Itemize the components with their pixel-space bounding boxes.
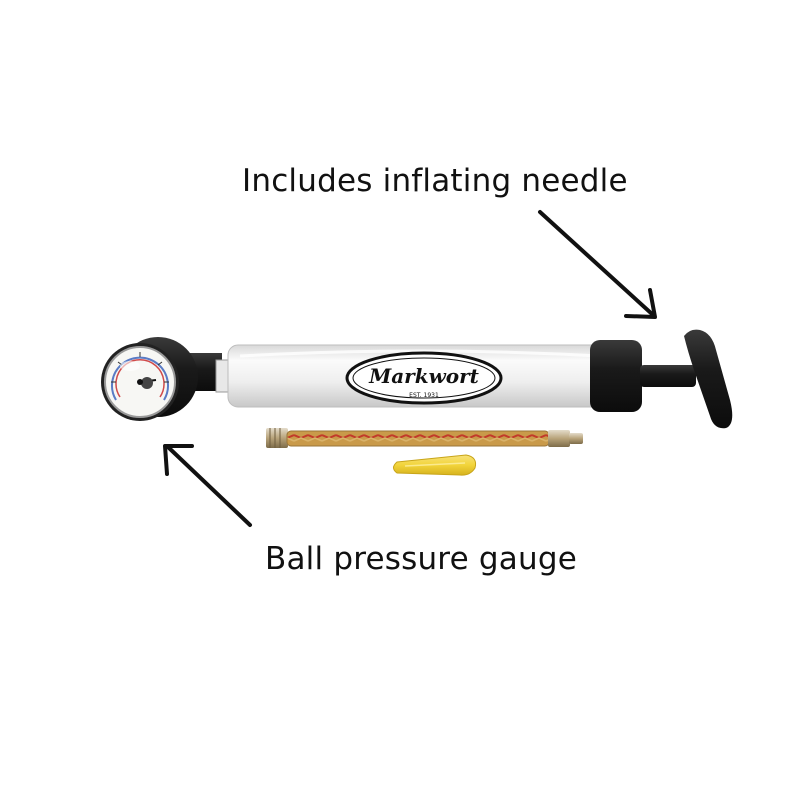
gauge-callout-label: Ball pressure gauge	[265, 541, 577, 577]
brand-logo: Markwort EST. 1931	[345, 351, 503, 405]
barrel-end-cap	[590, 340, 642, 412]
svg-text:Markwort: Markwort	[368, 364, 480, 388]
pressure-gauge-icon	[101, 337, 198, 421]
extension-hose	[266, 428, 583, 448]
pump: Markwort EST. 1931	[101, 329, 733, 429]
arrow-to-gauge-icon	[163, 444, 252, 527]
pump-t-handle	[684, 329, 733, 429]
arrow-to-needle-icon	[538, 210, 657, 319]
svg-text:EST. 1931: EST. 1931	[409, 392, 439, 399]
inflating-needle-icon	[393, 454, 477, 476]
pump-handle-shaft	[640, 365, 696, 387]
needle-callout-label: Includes inflating needle	[242, 163, 628, 199]
